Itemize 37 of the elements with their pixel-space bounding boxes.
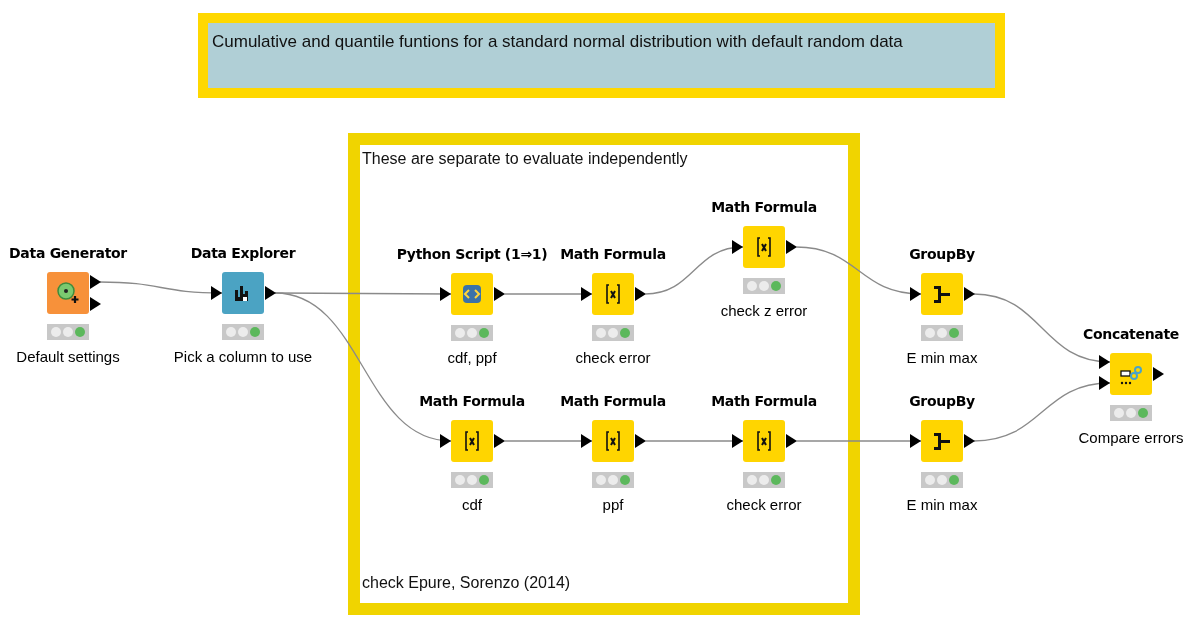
annotation-text: check Epure, Sorenzo (2014) — [362, 573, 571, 593]
node-comment: cdf, ppf — [447, 348, 497, 368]
connector-arrow — [503, 287, 593, 301]
annotation-box — [198, 13, 1005, 98]
node-comment: E min max — [906, 348, 978, 368]
node-comment: check z error — [720, 301, 808, 321]
group-annotation-frame — [348, 133, 860, 615]
connector-arrow — [973, 376, 1111, 442]
node-title: Concatenate — [1082, 325, 1180, 344]
node-title: Math Formula — [419, 392, 525, 411]
node-title: Math Formula — [711, 198, 817, 217]
connector-arrow — [795, 434, 922, 448]
node-title: Math Formula — [560, 245, 666, 264]
node-comment: E min max — [906, 495, 978, 515]
node-title: Data Generator — [9, 244, 127, 263]
node-comment: cdf — [462, 495, 482, 515]
node-comment: check error — [575, 348, 651, 368]
connector-arrow — [99, 281, 223, 300]
node-title: GroupBy — [909, 392, 975, 411]
node-comment: check error — [726, 495, 802, 515]
node-comment: ppf — [602, 495, 624, 515]
annotation-text: Cumulative and quantile funtions for a standard normal distribution with default random data — [212, 31, 904, 53]
connector-arrow — [795, 246, 922, 301]
connector-arrow — [644, 240, 744, 295]
node-title: Math Formula — [711, 392, 817, 411]
annotation-text: These are separate to evaluate independently — [362, 149, 688, 169]
node-title: Python Script (1⇒1) — [396, 245, 548, 264]
connector-arrow — [644, 434, 744, 448]
node-comment: Default settings — [16, 347, 120, 367]
connector-arrow — [973, 293, 1111, 369]
node-title: Data Explorer — [190, 244, 296, 263]
connector-arrow — [274, 292, 452, 447]
node-comment: Compare errors — [1078, 428, 1184, 448]
node-comment: Pick a column to use — [173, 347, 313, 367]
connector-arrow — [503, 434, 593, 448]
node-title: Math Formula — [560, 392, 666, 411]
node-title: GroupBy — [909, 245, 975, 264]
